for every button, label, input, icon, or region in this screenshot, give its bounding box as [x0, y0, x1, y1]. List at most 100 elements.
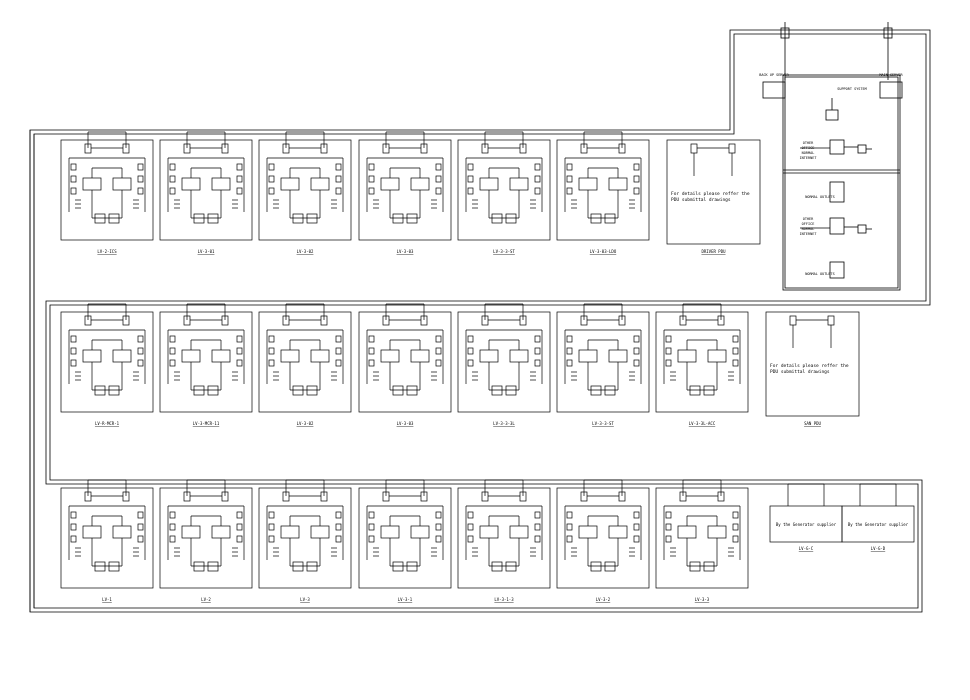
panel-frame	[556, 139, 650, 241]
pdu-label: DRIVER PDU	[701, 249, 726, 254]
incoming-breaker	[679, 315, 687, 326]
incoming-breaker	[420, 491, 428, 502]
ups-top-label: SUPPORT SYSTEM	[837, 87, 867, 91]
ups-area-frame	[782, 74, 901, 291]
panel-label: LV-3-03	[397, 421, 414, 426]
pdu-frame	[765, 311, 860, 417]
ups-area	[762, 22, 903, 291]
lv-panel: LV-3-3-ST	[457, 131, 551, 254]
incoming-breaker	[618, 143, 626, 154]
incoming-breaker	[122, 315, 130, 326]
panel-label: LV-3-1	[398, 597, 413, 602]
ups-row-label: NORMAL	[802, 227, 815, 231]
ups-row-label: INTERNET	[800, 232, 818, 236]
panel-label: LV-3-02	[297, 421, 314, 426]
panel-frame	[258, 487, 352, 589]
ups-row-label: OTHER	[803, 141, 814, 145]
note-text: For details please reffer the	[671, 191, 750, 197]
lv-panel: LV-3-3-ST	[556, 303, 650, 426]
incoming-breaker	[420, 143, 428, 154]
panel-frame	[60, 139, 154, 241]
pdu-frame	[666, 139, 761, 245]
generator-note: By the Generator supplier	[776, 522, 837, 527]
ups-top-label: MAIN SERVER	[879, 73, 903, 77]
incoming-breaker	[519, 143, 527, 154]
panel-frame	[60, 487, 154, 589]
lv-panel: LV-3-02	[258, 303, 352, 426]
panel-frame	[358, 311, 452, 413]
lv-panel: LV-3-3	[655, 479, 749, 602]
panel-label: LV-3	[300, 597, 310, 602]
lv-panel: LV-3-3-3L	[457, 303, 551, 426]
lv-panel: LV-3-MCR-11	[159, 303, 253, 426]
lv-panel: LV-3-03	[358, 303, 452, 426]
incoming-breaker	[221, 491, 229, 502]
incoming-breaker	[519, 491, 527, 502]
lv-panel: LV-3-1	[358, 479, 452, 602]
lv-panel: LV-3-3L-ACC	[655, 303, 749, 426]
incoming-breaker	[679, 491, 687, 502]
main-feeder-bus	[29, 29, 931, 613]
panel-label: LV-3-3L-ACC	[689, 421, 716, 426]
lv-panel: LV-2	[159, 479, 253, 602]
panel-frame	[457, 139, 551, 241]
note-text: PDU submittal drawings	[770, 369, 830, 375]
generator-frame	[841, 505, 915, 543]
panel-frame	[258, 139, 352, 241]
incoming-breaker	[320, 491, 328, 502]
ups-top-label: BACK UP SERVER	[759, 73, 789, 77]
incoming-breaker	[282, 491, 290, 502]
lv-panel: LV-2-ICS	[60, 131, 154, 254]
note-text: PDU submittal drawings	[671, 197, 731, 203]
ups-text-group: BACK UP SERVER SUPPORT SYSTEM MAIN SERVER O…	[759, 73, 903, 276]
panel-frame	[457, 311, 551, 413]
generator-note: By the Generator supplier	[848, 522, 909, 527]
ups-row-label: OFFICE	[802, 146, 815, 150]
panel-label: LV-3-3-ST	[493, 249, 515, 254]
ups-block-label: NORMAL OUTLETS	[805, 195, 835, 199]
lv-panel: LV-3-1-3	[457, 479, 551, 602]
panel-frame	[655, 487, 749, 589]
panel-frame	[556, 311, 650, 413]
lv-panel: LV-3-03-LDO	[556, 131, 650, 254]
incoming-breaker	[717, 491, 725, 502]
ups-row-label: NORMAL	[802, 151, 815, 155]
lv-panel: LV-3-02	[258, 131, 352, 254]
panel-frame	[556, 487, 650, 589]
panel-label: LV-3-3	[695, 597, 710, 602]
incoming-breaker	[282, 143, 290, 154]
panel-label: LV-3-MCR-11	[193, 421, 220, 426]
panel-label: LV-3-1-3	[494, 597, 514, 602]
panel-label: LV-3-02	[297, 249, 314, 254]
incoming-breaker	[84, 315, 92, 326]
panel-frame	[457, 487, 551, 589]
incoming-breaker	[183, 315, 191, 326]
incoming-breaker	[84, 143, 92, 154]
incoming-breaker	[382, 315, 390, 326]
lv-panel: LV-3-03	[358, 131, 452, 254]
panel-frame	[159, 139, 253, 241]
lv-panel: LV-3-01	[159, 131, 253, 254]
incoming-breaker	[320, 143, 328, 154]
panel-label: LV-1	[102, 597, 112, 602]
incoming-breaker	[618, 491, 626, 502]
panel-frame	[258, 311, 352, 413]
incoming-breaker	[420, 315, 428, 326]
incoming-breaker	[122, 491, 130, 502]
incoming-breaker	[580, 491, 588, 502]
panel-frame	[358, 139, 452, 241]
panel-frame	[159, 487, 253, 589]
incoming-breaker	[84, 491, 92, 502]
pdu-label: SAN PDU	[804, 421, 821, 426]
panel-frame	[159, 311, 253, 413]
panel-label: LV-3-3-3L	[493, 421, 515, 426]
ups-row-label: OFFICE	[802, 222, 815, 226]
incoming-breaker	[481, 143, 489, 154]
incoming-breaker	[382, 491, 390, 502]
incoming-breaker	[122, 143, 130, 154]
incoming-breaker	[221, 143, 229, 154]
